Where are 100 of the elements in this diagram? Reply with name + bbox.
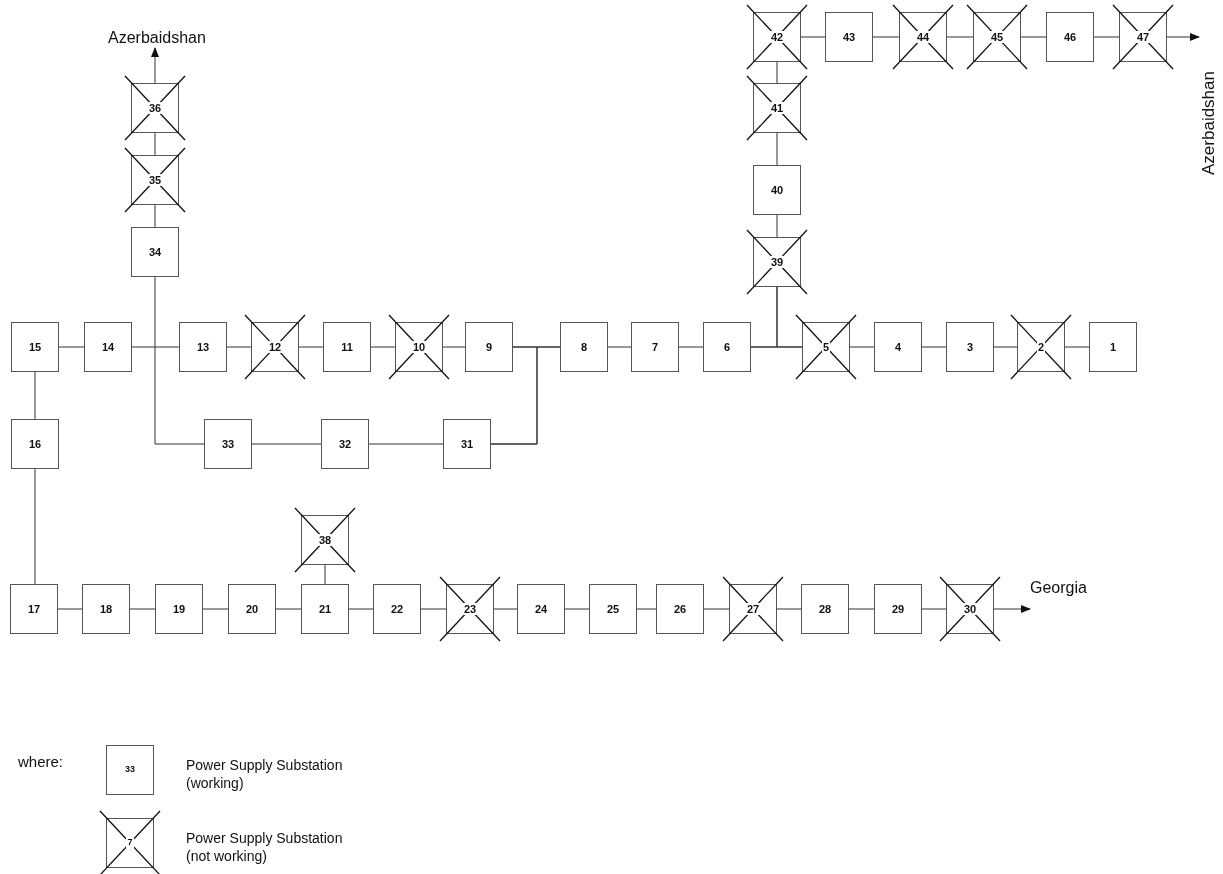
connector-line — [202, 608, 229, 610]
substation-box: 47 — [1119, 12, 1167, 62]
substation-box: 15 — [11, 322, 59, 372]
connector-line — [776, 61, 778, 84]
substation-box: 34 — [131, 227, 179, 277]
connector-line — [57, 608, 83, 610]
substation-box: 21 — [301, 584, 349, 634]
substation-box: 26 — [656, 584, 704, 634]
connector-line — [776, 608, 802, 610]
substation-box: 45 — [973, 12, 1021, 62]
connector-line — [946, 36, 974, 38]
substation-box: 1 — [1089, 322, 1137, 372]
substation-box: 16 — [11, 419, 59, 469]
substation-box: 38 — [301, 515, 349, 565]
substation-box: 9 — [465, 322, 513, 372]
substation-box: 29 — [874, 584, 922, 634]
substation-box: 6 — [703, 322, 751, 372]
connector-line — [750, 286, 778, 348]
connector-line — [275, 608, 302, 610]
connector-line — [226, 346, 252, 348]
legend-text: Power Supply Substation (not working) — [186, 829, 344, 866]
legend-number: 7 — [126, 838, 134, 848]
connector-line — [493, 608, 518, 610]
connector-line — [490, 346, 538, 445]
substation-box: 28 — [801, 584, 849, 634]
legend-heading: where: — [18, 752, 64, 772]
substation-box: 33 — [204, 419, 252, 469]
substation-box: 44 — [899, 12, 947, 62]
substation-box: 11 — [323, 322, 371, 372]
connector-line — [993, 346, 1018, 348]
substation-box: 5 — [802, 322, 850, 372]
substation-box: 39 — [753, 237, 801, 287]
connector-line — [298, 346, 324, 348]
substation-box: 22 — [373, 584, 421, 634]
substation-box: 46 — [1046, 12, 1094, 62]
connector-line — [849, 346, 875, 348]
country-label: Azerbaidshan — [1199, 31, 1219, 175]
connector-line — [370, 346, 396, 348]
substation-box: 43 — [825, 12, 873, 62]
substation-box: 30 — [946, 584, 994, 634]
substation-box: 14 — [84, 322, 132, 372]
connector-line — [800, 36, 826, 38]
connector-line — [131, 346, 180, 348]
substation-box: 2 — [1017, 322, 1065, 372]
connector-line — [348, 608, 374, 610]
connector-line — [420, 608, 447, 610]
substation-box: 25 — [589, 584, 637, 634]
substation-box: 27 — [729, 584, 777, 634]
substation-box: 23 — [446, 584, 494, 634]
substation-box: 8 — [560, 322, 608, 372]
legend-number: 33 — [124, 765, 136, 775]
connector-line — [921, 346, 947, 348]
substation-box: 32 — [321, 419, 369, 469]
country-label: Georgia — [1030, 578, 1087, 612]
connector-line — [34, 468, 36, 585]
connector-line — [1020, 36, 1047, 38]
connector-line — [58, 346, 85, 348]
substation-box: 12 — [251, 322, 299, 372]
connector-line — [1064, 346, 1090, 348]
substation-box: 35 — [131, 155, 179, 205]
connector-line — [776, 132, 778, 166]
connector-line — [368, 443, 444, 445]
arrow — [1166, 33, 1200, 41]
substation-box: 20 — [228, 584, 276, 634]
connector-line — [678, 346, 704, 348]
connector-line — [154, 204, 156, 228]
arrow — [993, 605, 1031, 613]
substation-box: 24 — [517, 584, 565, 634]
arrow — [151, 47, 159, 84]
substation-box: 41 — [753, 83, 801, 133]
connector-line — [564, 608, 590, 610]
connector-line — [154, 132, 156, 156]
substation-box: 4 — [874, 322, 922, 372]
substation-box: 19 — [155, 584, 203, 634]
country-label: Azerbaidshan — [108, 28, 206, 48]
substation-box: 31 — [443, 419, 491, 469]
connector-line — [324, 564, 326, 585]
connector-line — [154, 276, 205, 445]
substation-box: 42 — [753, 12, 801, 62]
connector-line — [636, 608, 657, 610]
connector-line — [34, 371, 36, 420]
substation-box: 40 — [753, 165, 801, 215]
connector-line — [129, 608, 156, 610]
substation-box: 17 — [10, 584, 58, 634]
connector-line — [442, 346, 466, 348]
legend-text: Power Supply Substation (working) — [186, 756, 344, 793]
connector-line — [251, 443, 322, 445]
connector-line — [776, 214, 778, 238]
substation-box: 13 — [179, 322, 227, 372]
connector-line — [848, 608, 875, 610]
substation-box: 18 — [82, 584, 130, 634]
substation-box: 7 — [631, 322, 679, 372]
connector-line — [703, 608, 730, 610]
connector-line — [921, 608, 947, 610]
connector-line — [1093, 36, 1120, 38]
substation-box: 10 — [395, 322, 443, 372]
substation-box: 3 — [946, 322, 994, 372]
connector-line — [607, 346, 632, 348]
substation-box: 36 — [131, 83, 179, 133]
connector-line — [872, 36, 900, 38]
